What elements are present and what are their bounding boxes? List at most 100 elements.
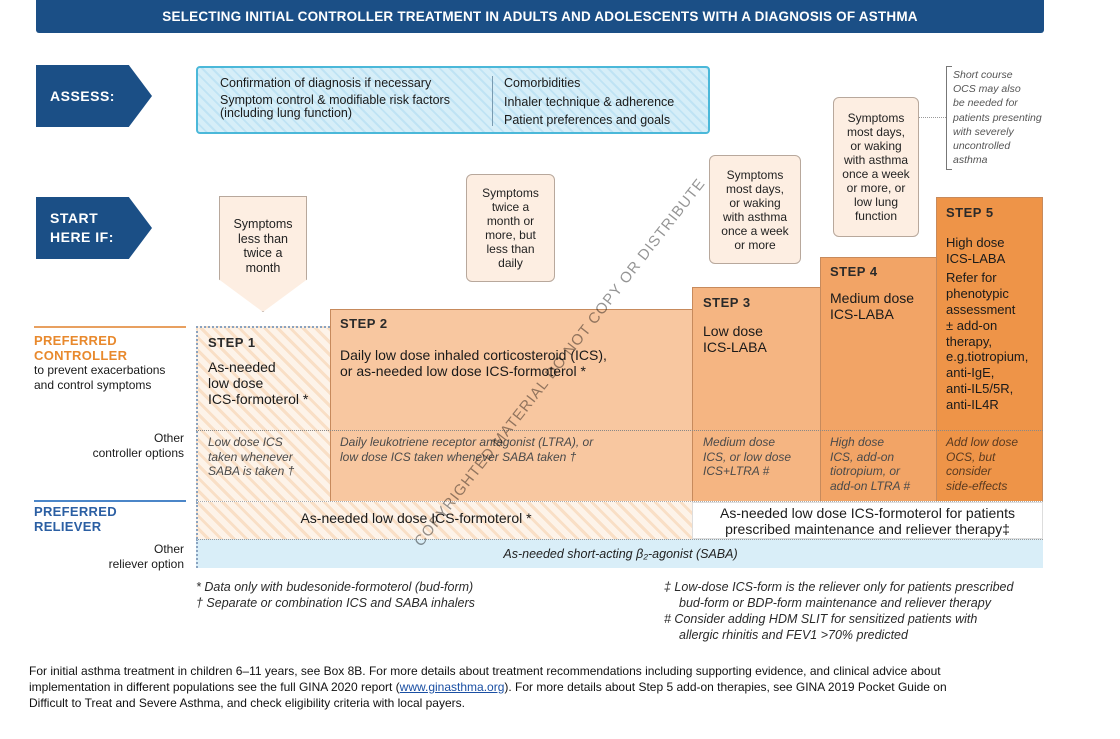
assess-arrow: ASSESS: <box>36 65 152 127</box>
step-text-line: ± add-on <box>946 317 998 333</box>
step3-label: STEP 3 <box>703 295 751 310</box>
reliever-right-block: As-needed low dose ICS-formoterol for pa… <box>692 502 1043 539</box>
step-text-line: Medium dose <box>830 290 915 306</box>
symptom-line: Symptoms <box>847 111 905 125</box>
step-text-line: anti-IL4R <box>946 396 999 412</box>
step-text-line: ICS-LABA <box>830 306 894 322</box>
step5-preferred: STEP 5 High dose ICS-LABA Refer for phen… <box>946 205 1042 413</box>
ocs-note-line: with severely <box>953 125 1014 138</box>
bottom-text-part: implementation in different populations … <box>29 680 400 694</box>
step-text-line: Daily low dose inhaled corticosteroid (I… <box>340 347 607 363</box>
footnote-line: # Consider adding HDM SLIT for sensitize… <box>664 612 978 626</box>
symptom-line: less than <box>486 242 535 256</box>
assess-right-item: Patient preferences and goals <box>504 113 671 127</box>
step-other-line: add-on LTRA # <box>830 478 911 493</box>
step1-label: STEP 1 <box>208 335 256 350</box>
ocs-note-line: asthma <box>953 154 988 167</box>
row-sub-line: to prevent exacerbations <box>34 363 166 377</box>
reliever-left-block <box>196 502 692 539</box>
step2-block <box>330 309 692 501</box>
step-text-line: ICS-formoterol * <box>208 391 309 407</box>
assess-label: ASSESS: <box>50 87 115 104</box>
step-other-line: Low dose ICS <box>208 435 283 449</box>
symptom-callout-step3: Symptoms most days, or waking with asthm… <box>709 155 801 264</box>
diagram-title: SELECTING INITIAL CONTROLLER TREATMENT I… <box>36 0 1044 33</box>
footnote-line: † Separate or combination ICS and SABA i… <box>196 596 475 610</box>
step-other-line: Daily leukotriene receptor antagonist (L… <box>340 435 594 449</box>
symptom-line: or waking <box>729 195 781 210</box>
step-other-line: Add low dose <box>946 435 1019 449</box>
footnote-line: allergic rhinitis and FEV1 >70% predicte… <box>679 628 908 642</box>
assess-left-column: Confirmation of diagnosis if necessary S… <box>220 75 450 122</box>
reliever-separator <box>196 501 1043 502</box>
footnote-line: ‡ Low-dose ICS-form is the reliever only… <box>664 580 1014 594</box>
step-text-line: ICS-LABA <box>703 339 767 355</box>
assess-right-item: Comorbidities <box>504 76 581 90</box>
ocs-note-bracket <box>946 66 952 170</box>
step-other-line: SABA is taken † <box>208 464 295 478</box>
other-reliever-bar: As-needed short-acting β₂-agonist (SABA) <box>196 539 1043 568</box>
step1-block <box>196 326 330 501</box>
step-text-line: anti-IgE, <box>946 365 995 381</box>
symptom-callout-step2: Symptoms twice a month or more, but less… <box>466 174 555 282</box>
step-text-line: ICS-LABA <box>946 250 1006 266</box>
assess-box: Confirmation of diagnosis if necessary S… <box>196 66 710 134</box>
bottom-line: implementation in different populations … <box>29 679 1099 695</box>
step-text-line: low dose <box>208 375 264 391</box>
assess-right-column: Comorbidities Inhaler technique & adhere… <box>504 75 674 129</box>
bottom-line: Difficult to Treat and Severe Asthma, an… <box>29 696 465 710</box>
step-text-line: High dose <box>946 234 1005 250</box>
symptom-line: Symptoms <box>233 217 293 231</box>
step3-block <box>692 287 820 501</box>
ocs-note-line: patients presenting <box>953 111 1042 124</box>
symptom-line: once a week <box>721 223 789 238</box>
start-label-line2: HERE IF: <box>50 229 114 245</box>
step-other-line: side-effects <box>946 478 1008 493</box>
row-sub-line: and control symptoms <box>34 378 152 392</box>
step3-other: Medium dose ICS, or low dose ICS+LTRA # <box>703 435 818 479</box>
assess-divider <box>492 76 493 126</box>
step-other-line: ICS, or low dose <box>703 449 792 464</box>
step-other-line: OCS, but <box>946 449 996 464</box>
step-other-line: consider <box>946 464 992 478</box>
symptom-callout-step1: Symptoms less than twice a month <box>219 196 307 312</box>
step-text-line: As-needed <box>208 359 276 375</box>
assess-right-item: Inhaler technique & adherence <box>504 94 675 109</box>
row-label-line: RELIEVER <box>34 519 102 534</box>
bottom-text-part: ). For more details about Step 5 add-on … <box>504 680 947 694</box>
reliever-label-rule <box>34 500 186 502</box>
step5-other: Add low dose OCS, but consider side-effe… <box>946 435 1042 493</box>
other-reliever-label: Other reliever option <box>34 542 184 572</box>
controller-label-rule <box>34 326 186 328</box>
step-other-line: Medium dose <box>703 435 776 449</box>
symptom-line: function <box>854 209 897 223</box>
step3-preferred: STEP 3 Low dose ICS-LABA <box>703 295 818 355</box>
step4-label: STEP 4 <box>830 264 878 279</box>
symptom-callout-step4: Symptoms most days, or waking with asthm… <box>833 97 919 237</box>
step2-preferred: STEP 2 Daily low dose inhaled corticoste… <box>340 316 688 379</box>
start-here-arrow: START HERE IF: <box>36 197 152 259</box>
ocs-note-connector <box>914 117 946 118</box>
step-other-line: High dose <box>830 435 885 449</box>
step-other-line: ICS, add-on <box>830 449 895 464</box>
step-text-line: phenotypic <box>946 286 1009 302</box>
step1-preferred: STEP 1 As-needed low dose ICS-formoterol… <box>208 335 328 407</box>
step2-label: STEP 2 <box>340 316 388 331</box>
start-label-line1: START <box>50 210 99 226</box>
row-label-line: controller options <box>92 446 184 460</box>
step-text-line: therapy, <box>946 333 993 349</box>
step-text-line: assessment <box>946 301 1016 317</box>
symptom-line: less than <box>237 231 288 246</box>
assess-left-item: Confirmation of diagnosis if necessary <box>220 76 432 90</box>
footnote-line: bud-form or BDP-form maintenance and rel… <box>679 596 991 610</box>
row-label-line: PREFERRED <box>34 333 117 348</box>
row-label-line: PREFERRED <box>34 504 117 519</box>
reliever-right-line: As-needed low dose ICS-formoterol for pa… <box>720 505 1015 521</box>
step-text-line: Refer for <box>946 270 997 286</box>
symptom-line: or waking <box>850 139 902 153</box>
other-controller-separator <box>196 430 1043 431</box>
row-label-line: Other <box>153 431 184 445</box>
gina-link[interactable]: www.ginasthma.org <box>399 680 505 694</box>
step4-other: High dose ICS, add-on tiotropium, or add… <box>830 435 934 493</box>
row-label-line: CONTROLLER <box>34 348 128 363</box>
